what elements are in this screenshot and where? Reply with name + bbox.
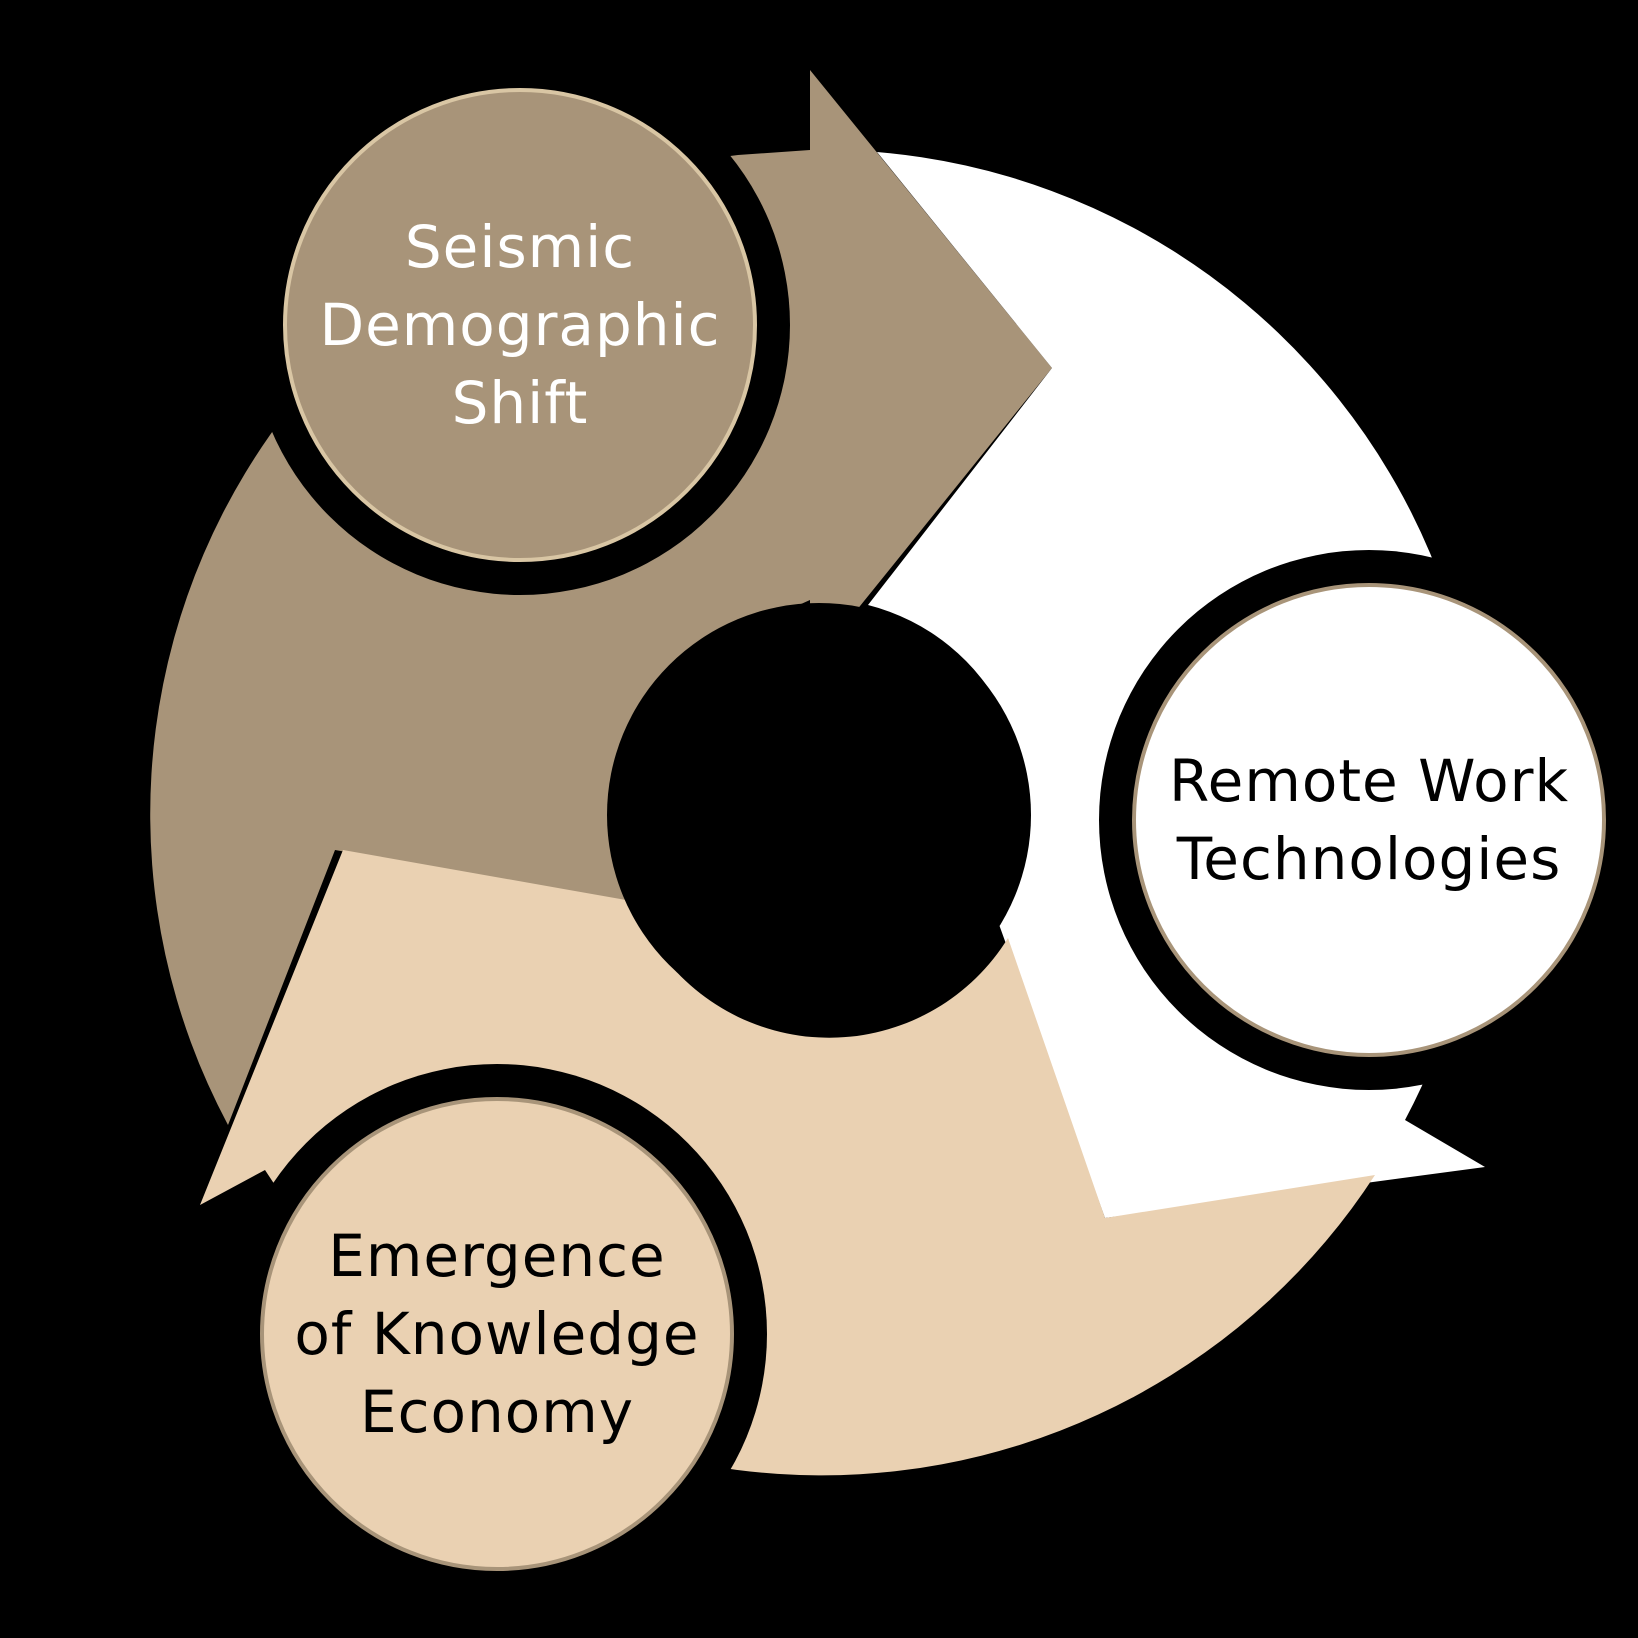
- node-label: Emergence of Knowledge Economy: [294, 1222, 700, 1446]
- node-label: Remote Work Technologies: [1168, 747, 1570, 893]
- node-label: Seismic Demographic Shift: [319, 213, 721, 437]
- node-emergence-knowledge-economy: Emergence of Knowledge Economy: [260, 1097, 734, 1571]
- center-hub: [607, 603, 1031, 1027]
- node-remote-work-technologies: Remote Work Technologies: [1132, 583, 1606, 1057]
- node-seismic-demographic-shift: Seismic Demographic Shift: [283, 88, 757, 562]
